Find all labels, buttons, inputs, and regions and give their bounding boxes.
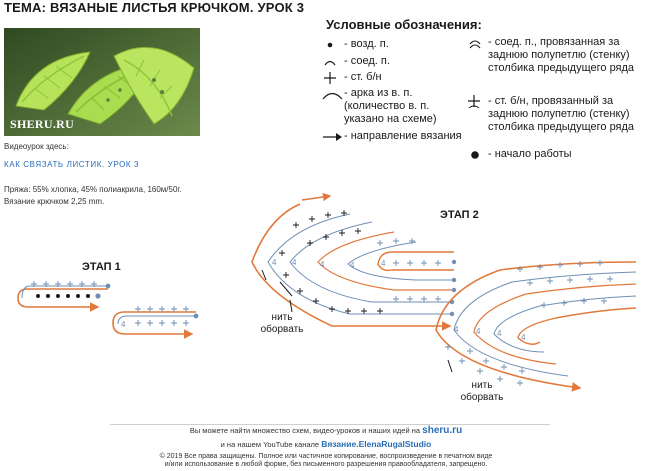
plus-icon xyxy=(324,72,336,84)
chain-count-label: 4 xyxy=(497,329,502,338)
chain-count-label: 4 xyxy=(476,327,481,336)
chain-count-label: 4 xyxy=(350,261,355,270)
chain-count-label: 4 xyxy=(272,258,277,267)
legend-item-arch: - арка из в. п. (количество в. п. указан… xyxy=(322,87,464,126)
big-dot-icon xyxy=(471,151,479,159)
chain-count-label: 4 xyxy=(454,325,459,334)
footer-copyright: © 2019 Все права защищены. Полное или ча… xyxy=(159,453,493,468)
stage-2-diagram-b: 4 4 4 4 xyxy=(435,260,637,392)
legend-item-chain: - возд. п. xyxy=(322,38,462,51)
legend-item-direction: - направление вязания xyxy=(322,130,462,143)
stage-1-diagram-b: 4 xyxy=(112,306,199,339)
legend-item-sc: - ст. б/н xyxy=(322,71,462,84)
yarn-info: Пряжа: 55% хлопка, 45% полиакрила, 160м/… xyxy=(4,185,182,206)
stage-1-label: ЭТАП 1 xyxy=(82,261,121,273)
leaves-photo-art xyxy=(4,28,200,136)
footer-line-1: Вы можете найти множество схем, видео-ур… xyxy=(189,425,463,436)
stage-1-diagram-a xyxy=(17,281,111,312)
chain-count-label: 4 xyxy=(381,259,386,268)
leaves-photo: SHERU.RU xyxy=(4,28,200,136)
arrow-right-icon xyxy=(323,133,342,141)
legend-item-start: - начало работы xyxy=(466,148,646,161)
arch-icon xyxy=(322,92,343,100)
site-link[interactable]: sheru.ru xyxy=(422,425,463,436)
photo-watermark: SHERU.RU xyxy=(10,117,75,131)
cut-thread-note-1: нить оборвать xyxy=(260,312,304,335)
video-link[interactable]: КАК СВЯЗАТЬ ЛИСТИК. УРОК 3 xyxy=(4,160,140,169)
chain-count-label: 4 xyxy=(292,258,297,267)
footer-divider xyxy=(110,424,550,425)
dot-icon xyxy=(327,42,333,48)
svg-text:4: 4 xyxy=(121,320,126,329)
arc-small-icon xyxy=(324,60,336,66)
legend-item-blo-sc: - ст. б/н, провязанный за заднюю полупет… xyxy=(466,95,646,134)
page-title: ТЕМА: ВЯЗАНЫЕ ЛИСТЬЯ КРЮЧКОМ. УРОК 3 xyxy=(4,0,305,15)
legend-item-blo-slip: - соед. п., провязанная за заднюю полупе… xyxy=(466,36,646,75)
stage-2-diagram-a: 4 4 4 4 4 xyxy=(251,192,457,331)
legend-item-slip: - соед. п. xyxy=(322,55,462,68)
plus-arc-icon xyxy=(468,95,480,109)
chain-count-label: 4 xyxy=(521,333,526,342)
footer-line-2: и на нашем YouTube канале Вязание.ElenaR… xyxy=(220,439,432,449)
stage-2-label: ЭТАП 2 xyxy=(440,209,479,221)
youtube-channel-link[interactable]: Вязание.ElenaRugalStudio xyxy=(321,439,432,449)
cut-thread-note-2: нить оборвать xyxy=(460,380,504,403)
double-arc-icon xyxy=(469,40,481,49)
video-label: Видеоурок здесь: xyxy=(4,142,69,151)
chain-count-label: 4 xyxy=(320,260,325,269)
legend-title: Условные обозначения: xyxy=(326,17,482,32)
